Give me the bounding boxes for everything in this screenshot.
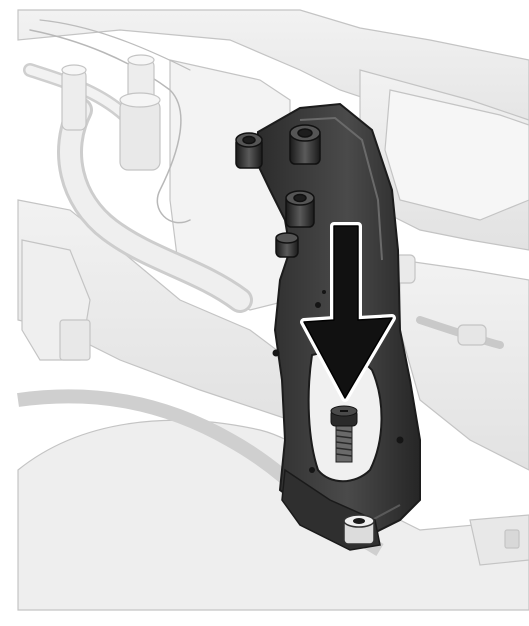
right-knob-2	[457, 324, 487, 346]
wire-1	[29, 29, 191, 224]
bottom-screw	[343, 514, 375, 545]
wire-2	[39, 19, 191, 71]
bracket-studs	[235, 124, 321, 258]
right-housing-face	[384, 89, 529, 221]
lower-left-block	[59, 319, 91, 361]
stud-1	[235, 132, 263, 169]
ghosted-cylinders	[59, 54, 520, 549]
stud-4	[275, 232, 299, 258]
cylinder-1	[61, 69, 87, 131]
arrow-down-icon	[300, 222, 396, 402]
bracket-holes	[272, 290, 404, 473]
stud-3	[285, 190, 315, 228]
bottom-right-nut	[504, 529, 520, 549]
slot-screw	[330, 405, 358, 463]
center-panel	[169, 59, 291, 311]
ghosted-surrounding-parts	[17, 9, 529, 611]
stud-2	[289, 124, 321, 165]
cylinder-3	[119, 99, 161, 171]
bottom-right-pad	[469, 514, 529, 566]
tube-main-inner	[60, 100, 250, 310]
